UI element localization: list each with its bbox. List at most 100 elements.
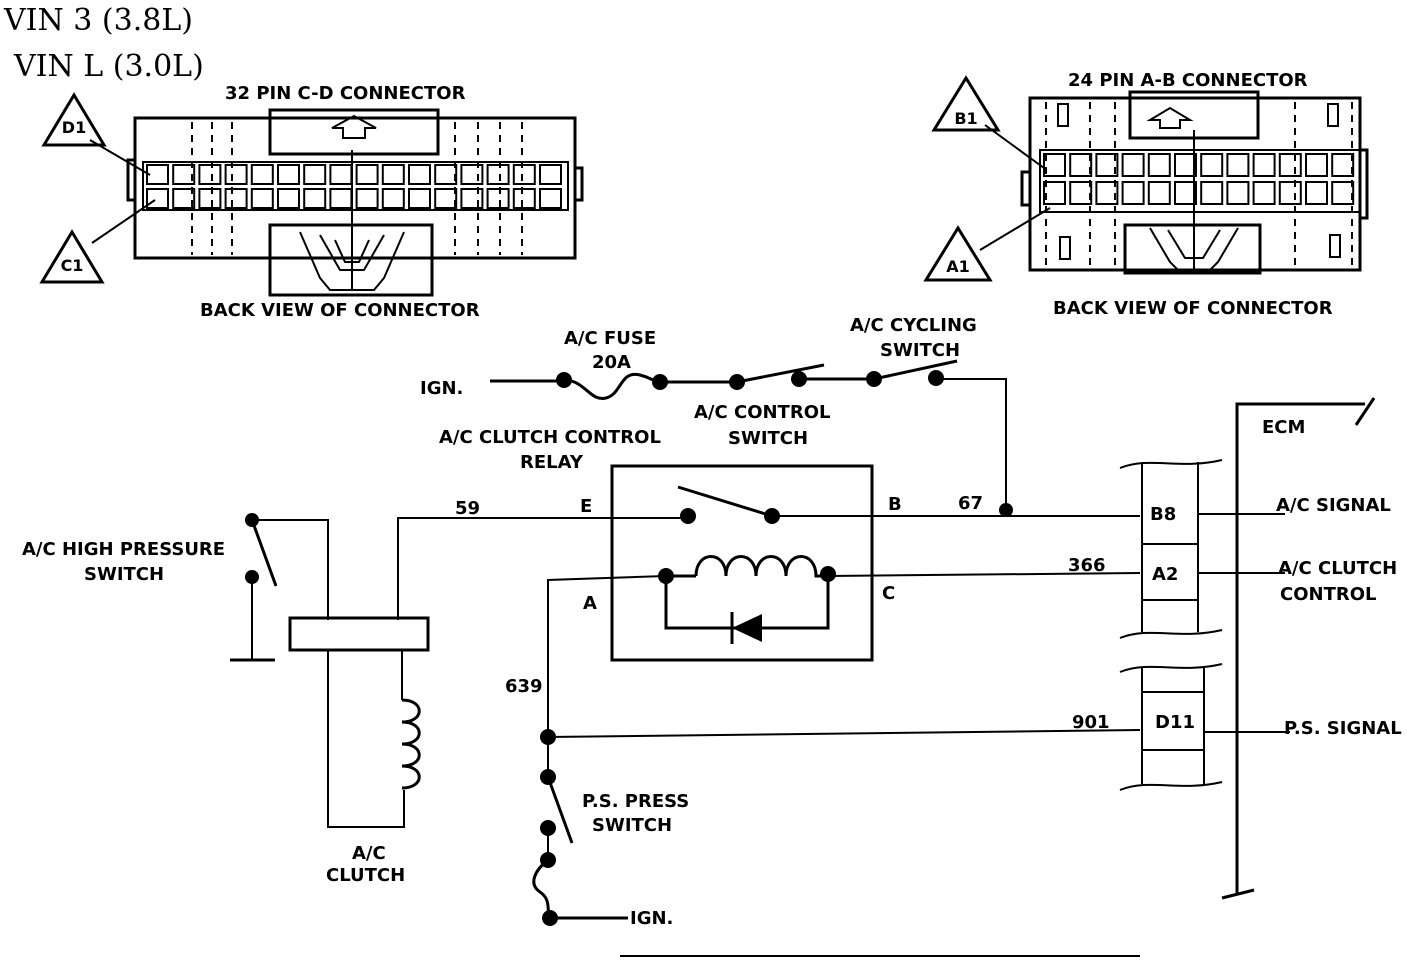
connector-pin-cavity [1121,181,1145,205]
ac-clutch-circuit: 59 A/C HIGH PRESSURE SWITCH A/C CLUTCH [22,498,688,886]
power-feed: IGN. A/C FUSE 20A A/C CONTROL SWITCH A/C… [420,315,1007,510]
relay-label-2: RELAY [520,452,584,473]
connector-pin-cavity [381,188,405,209]
connector-pin-cavity [381,164,405,185]
connector-cd-marker-d1: D1 [62,118,86,137]
arrow-up-icon [331,114,377,139]
terminal-c: C [882,583,895,604]
ecm-label: ECM [1262,417,1305,438]
connector-pin-cavity [1252,181,1276,205]
connector-pin-cavity [486,188,510,209]
control-switch-blade [736,363,825,384]
ign-bottom-label: IGN. [630,908,673,929]
header-vin-3: VIN 3 (3.8L) [3,3,193,38]
connector-pin-cavity [1278,181,1302,205]
connector-pin-cavity [1331,153,1355,177]
pin-d11: D11 [1155,712,1195,733]
connector-pin-cavity [1095,181,1119,205]
terminal-b: B [888,494,902,515]
connector-ab-pins [1043,153,1355,205]
connector-pin-cavity [408,164,431,185]
connector-pin-cavity [329,164,353,185]
clutch-label-2: CLUTCH [326,865,405,886]
connector-pin-cavity [539,164,562,185]
high-pressure-switch-label: A/C HIGH PRESSURE [22,539,225,560]
connector-pin-cavity [303,164,327,185]
connector-pin-cavity [1305,153,1328,177]
pin-b8: B8 [1150,504,1176,525]
marker-triangle-icon [923,225,993,282]
clutch-label: A/C [352,843,386,864]
connector-pin-cavity [1331,181,1355,205]
cycling-switch-blade [873,359,958,381]
connector-pin-cavity [224,188,248,209]
pin-a2: A2 [1152,564,1178,585]
wire-639: 639 [505,676,543,697]
connector-pin-cavity [355,164,379,185]
marker-triangle-icon [39,229,105,284]
control-switch-label-2: SWITCH [728,428,808,449]
fuse-icon [563,372,661,400]
header-vin-l: VIN L (3.0L) [13,49,204,84]
ps-press-switch-circuit: 639 IGN. P.S. PRESS SWITCH [505,575,689,929]
connector-pin-cavity [198,188,222,209]
connector-pin-cavity [512,164,536,185]
connector-pin-cavity [1147,181,1171,205]
signal-clutch-control-2: CONTROL [1280,584,1377,605]
connector-pin-cavity [224,164,248,185]
fuse-label: A/C FUSE [564,328,656,349]
connector-cd-pins [146,164,562,209]
connector-pin-cavity [434,164,458,185]
ecm-wires: 67 366 901 [547,493,1141,738]
arrow-up-icon [1146,106,1194,129]
connector-ab-caption: BACK VIEW OF CONNECTOR [1053,298,1333,319]
connector-pin-cavity [1121,153,1145,177]
signal-clutch-control: A/C CLUTCH [1278,558,1397,579]
connector-pin-cavity [512,188,536,209]
connector-pin-cavity [355,188,379,209]
connector-pin-cavity [1305,181,1328,205]
connector-pin-cavity [146,188,169,209]
terminal-a: A [583,593,597,614]
connector-pin-cavity [1174,181,1197,205]
connector-ab-marker-a1: A1 [946,257,970,276]
clutch-body [288,616,430,652]
connector-pin-cavity [1200,153,1224,177]
wire-366: 366 [1068,555,1106,576]
ecm-module: ECM B8 A2 D11 A/C SIGNAL A/C CLUTCH CONT… [1119,397,1402,900]
connector-pin-cavity [1226,153,1250,177]
connector-pin-cavity [329,188,353,209]
connector-pin-cavity [1095,153,1119,177]
connector-cd-marker-c1: C1 [61,256,84,275]
signal-ps: P.S. SIGNAL [1284,718,1402,739]
diode-icon [732,614,762,642]
connector-pin-cavity [1226,181,1250,205]
connector-ab-cavities [1045,102,1353,265]
relay-label: A/C CLUTCH CONTROL [439,427,661,448]
connector-pin-cavity [250,188,274,209]
connector-pin-cavity [460,188,484,209]
connector-pin-cavity [486,164,510,185]
connector-pin-cavity [277,164,300,185]
ps-switch-label-2: SWITCH [592,815,672,836]
terminal-e: E [580,496,592,517]
connector-pin-cavity [1069,153,1093,177]
connector-pin-cavity [1043,181,1066,205]
wire-901: 901 [1072,712,1110,733]
connector-cd: 32 PIN C-D CONNECTOR D1 [39,83,584,321]
connector-pin-cavity [277,188,300,209]
wire-59: 59 [455,498,480,519]
connector-pin-cavity [1200,181,1224,205]
connector-pin-cavity [146,164,169,185]
high-pressure-switch-label-2: SWITCH [84,564,164,585]
connector-pin-cavity [198,164,222,185]
connector-pin-cavity [172,188,196,209]
connector-ab-marker-b1: B1 [954,109,977,128]
connector-ab-title: 24 PIN A-B CONNECTOR [1068,70,1308,91]
connector-cd-caption: BACK VIEW OF CONNECTOR [200,300,480,321]
fuse-rating: 20A [592,352,631,373]
cycling-switch-label: A/C CYCLING [850,315,977,336]
marker-triangle-icon [931,75,1001,132]
connector-pin-cavity [1252,153,1276,177]
